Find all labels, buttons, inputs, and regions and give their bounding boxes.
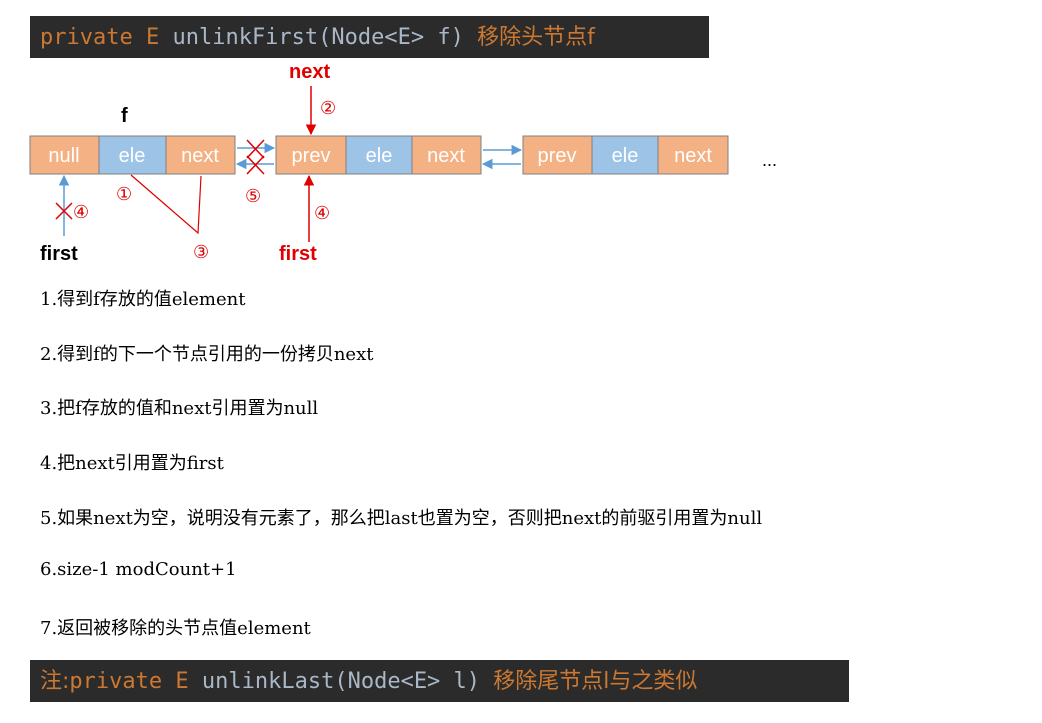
- node-2-prev-label: prev: [292, 145, 331, 167]
- new-first-label: first: [279, 243, 317, 265]
- method-signature: unlinkFirst(Node<E> f): [172, 25, 464, 50]
- node-2-next-label: next: [427, 145, 465, 167]
- node-1-value-label: ele: [119, 145, 146, 167]
- node-1: null ele next: [29, 135, 236, 175]
- node-3-prev-label: prev: [538, 145, 577, 167]
- cut-mark-upper: [246, 139, 265, 159]
- note-prefix: 注:: [40, 669, 70, 694]
- keyword-type: E: [145, 25, 160, 50]
- step-3: 3.把f存放的值和next引用置为null: [40, 398, 319, 419]
- note-method-signature: unlinkLast(Node<E> l): [201, 669, 481, 694]
- marker-4-new: ④: [314, 203, 330, 224]
- note-description: 移除尾节点l与之类似: [493, 669, 698, 694]
- method-description: 移除头节点f: [477, 25, 595, 50]
- node-2-value-cell: [345, 135, 413, 175]
- node-1-prev-cell: [29, 135, 100, 175]
- node-2-value-label: ele: [366, 145, 393, 167]
- node-1-next-cell: [165, 135, 236, 175]
- old-first-cut-mark: [55, 202, 73, 220]
- linked-list-diagram: null ele next prev ele next prev ele nex…: [29, 61, 777, 265]
- marker-1: ①: [116, 184, 132, 205]
- node-2-next-cell: [411, 135, 482, 175]
- marker-3-lines: [130, 174, 202, 235]
- node-3: prev ele next: [522, 135, 729, 175]
- marker-2: ②: [320, 98, 336, 119]
- marker-5: ⑤: [245, 186, 261, 207]
- node-3-next-cell: [657, 135, 729, 175]
- old-first-label: first: [40, 243, 78, 265]
- step-1: 1.得到f存放的值element: [40, 289, 246, 310]
- node-3-prev-cell: [522, 135, 593, 175]
- f-label: f: [121, 105, 128, 127]
- step-5: 5.如果next为空，说明没有元素了，那么把last也置为空，否则把next的前…: [40, 508, 763, 529]
- method-signature-banner: private E unlinkFirst(Node<E> f) 移除头节点f: [30, 16, 709, 58]
- ellipsis: ...: [762, 150, 777, 170]
- node-2: prev ele next: [275, 135, 482, 175]
- node-1-prev-label: null: [48, 145, 79, 167]
- step-4: 4.把next引用置为first: [40, 453, 224, 474]
- node-1-next-label: next: [181, 145, 219, 167]
- note-keyword-type: E: [175, 669, 189, 694]
- step-2: 2.得到f的下一个节点引用的一份拷贝next: [40, 344, 374, 365]
- marker-3: ③: [193, 242, 209, 263]
- node-3-next-label: next: [674, 145, 712, 167]
- note-banner: 注:private E unlinkLast(Node<E> l) 移除尾节点l…: [30, 660, 849, 702]
- node-3-value-label: ele: [612, 145, 639, 167]
- note-keyword-private: private: [69, 669, 163, 694]
- keyword-private: private: [40, 25, 133, 50]
- next-pointer-label: next: [289, 61, 330, 83]
- step-7: 7.返回被移除的头节点值element: [40, 618, 311, 639]
- cut-mark-lower: [246, 155, 265, 175]
- step-6: 6.size-1 modCount+1: [40, 559, 237, 580]
- marker-4-old: ④: [73, 202, 89, 223]
